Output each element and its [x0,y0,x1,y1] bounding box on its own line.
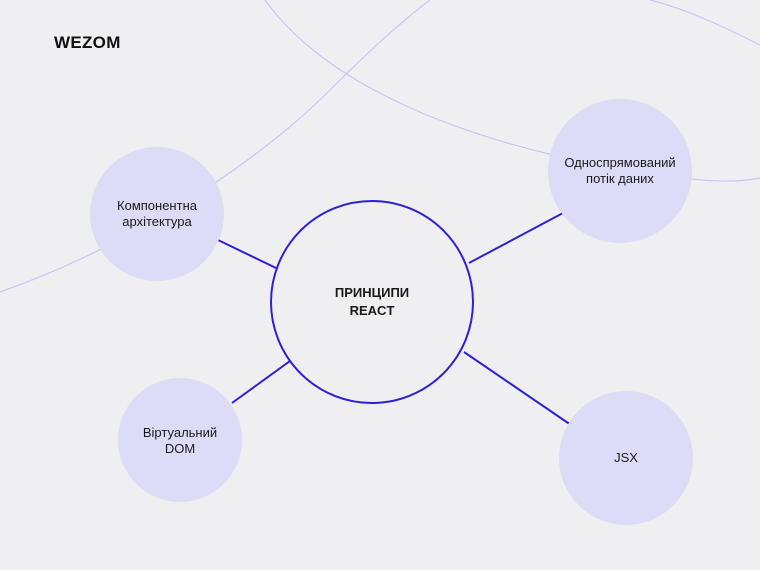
node-component-architecture-line2: архітектура [122,214,192,229]
connector-virtual-dom [231,360,291,404]
node-jsx-circle [559,391,693,525]
connector-component-architecture [217,239,277,269]
node-one-way-data-flow-line2: потік даних [586,171,654,186]
node-virtual-dom-line1: Віртуальний [142,425,218,440]
node-one-way-data-flow-label: Односпрямований потік даних [545,147,695,195]
center-node-label: ПРИНЦИПИ REACT [292,272,452,332]
node-virtual-dom-label: Віртуальний DOM [118,417,242,465]
node-component-architecture-line1: Компонентна [117,198,197,213]
node-component-architecture-circle [90,147,224,281]
node-one-way-data-flow-line1: Односпрямований [564,155,676,170]
wezom-logo: WEZOM [54,33,121,52]
node-component-architecture-label: Компонентна архітектура [92,190,222,238]
connector-jsx [463,351,572,426]
node-virtual-dom-line2: DOM [164,441,196,456]
node-jsx-label: JSX [566,434,686,482]
decor-arc-left [0,0,431,293]
center-label-line1: ПРИНЦИПИ [334,285,410,300]
node-jsx-line1: JSX [614,450,638,465]
center-node-circle [270,200,474,404]
connector-one-way-data-flow [468,212,564,264]
center-label-line2: REACT [349,303,395,318]
node-virtual-dom-circle [118,378,242,502]
node-one-way-data-flow-circle [548,99,692,243]
decor-arc-top-right [649,0,760,46]
